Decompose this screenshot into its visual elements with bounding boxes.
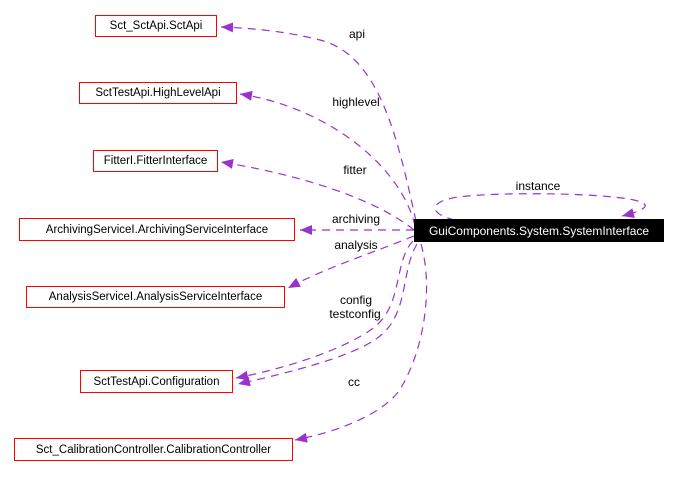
node-label: GuiComponents.System.SystemInterface <box>428 223 650 238</box>
edge-label-config: config <box>339 293 373 307</box>
node-label: SctTestApi.HighLevelApi <box>95 87 221 99</box>
edge-label-cc: cc <box>348 375 360 389</box>
node-label: FitterI.FitterInterface <box>103 155 208 167</box>
edge-label-archiving: archiving <box>331 212 381 226</box>
edge-config-path <box>235 240 414 381</box>
node-scttestapi-highlevelapi[interactable]: SctTestApi.HighLevelApi <box>79 82 237 104</box>
edge-label-instance: instance <box>515 179 561 193</box>
node-sct-calibrationcontroller-calibrationcontroller[interactable]: Sct_CalibrationController.CalibrationCon… <box>14 438 293 461</box>
node-guicomponents-system-systeminterface[interactable]: GuiComponents.System.SystemInterface <box>414 219 664 242</box>
edge-cc-path <box>294 243 428 443</box>
node-analysisservicei-analysisserviceinterface[interactable]: AnalysisServiceI.AnalysisServiceInterfac… <box>26 286 285 308</box>
node-label: ArchivingServiceI.ArchivingServiceInterf… <box>45 223 269 236</box>
edge-label-testconfig: testconfig <box>329 307 381 321</box>
edge-api-path <box>220 22 417 222</box>
node-label: Sct_CalibrationController.CalibrationCon… <box>35 443 272 456</box>
edge-instance-path <box>434 193 646 221</box>
edge-analysis-path <box>287 235 415 289</box>
node-label: AnalysisServiceI.AnalysisServiceInterfac… <box>48 291 263 303</box>
edge-highlevel-path <box>239 90 416 227</box>
edge-label-analysis: analysis <box>334 238 378 252</box>
edge-fitter-path <box>220 158 415 231</box>
node-sct-sctapi[interactable]: Sct_SctApi.SctApi <box>95 15 217 37</box>
node-label: SctTestApi.Configuration <box>93 375 220 388</box>
edge-label-highlevel: highlevel <box>332 95 380 109</box>
edge-label-fitter: fitter <box>343 163 367 177</box>
edge-label-api: api <box>348 27 366 41</box>
node-archivingservicei-archivingserviceinterface[interactable]: ArchivingServiceI.ArchivingServiceInterf… <box>19 218 295 241</box>
node-label: Sct_SctApi.SctApi <box>109 20 203 32</box>
node-scttestapi-configuration[interactable]: SctTestApi.Configuration <box>80 370 233 393</box>
node-fitteri-fitterinterface[interactable]: FitterI.FitterInterface <box>93 150 218 172</box>
edge-testconfig-path <box>237 243 418 387</box>
